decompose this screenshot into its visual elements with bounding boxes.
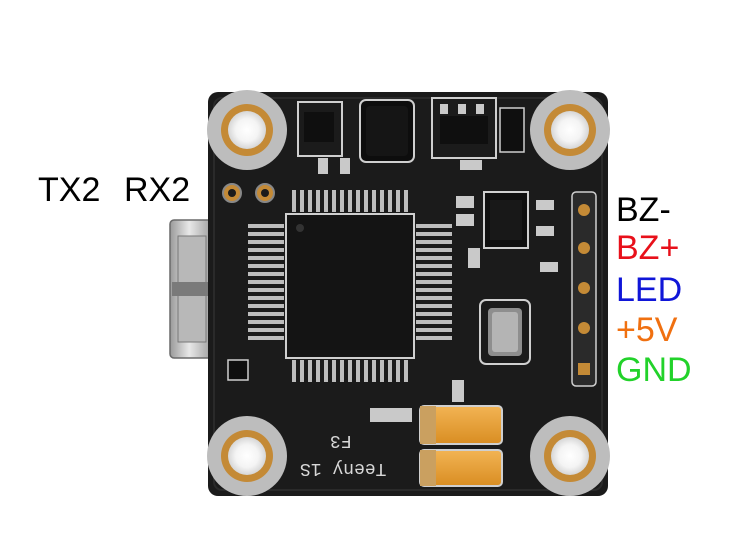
pin-label-led: LED: [616, 271, 683, 309]
rx2-label: RX2: [124, 171, 191, 209]
crystal-oscillator: [479, 299, 531, 365]
silk-name-text: Teeny 1S: [300, 458, 387, 478]
pin-label-bz-minus: BZ-: [616, 191, 671, 229]
bottom-left-components: [227, 359, 464, 422]
mcu-chip: [248, 190, 452, 382]
pin-label-5v: +5V: [616, 311, 678, 349]
pin-label-bz-plus: BZ+: [616, 229, 680, 267]
top-components: [297, 97, 525, 174]
tx2-label: TX2: [38, 171, 101, 209]
pin-label-gnd: GND: [616, 351, 692, 389]
pin-header-pads: [571, 191, 597, 387]
mounting-holes: [207, 90, 610, 496]
regulator-components: [456, 191, 558, 272]
uart-pads: [222, 183, 275, 203]
usb-connector: [169, 219, 219, 359]
tantalum-capacitors: [419, 405, 503, 487]
power-inductor: [359, 99, 415, 163]
silk-model-text: F3: [330, 430, 352, 450]
